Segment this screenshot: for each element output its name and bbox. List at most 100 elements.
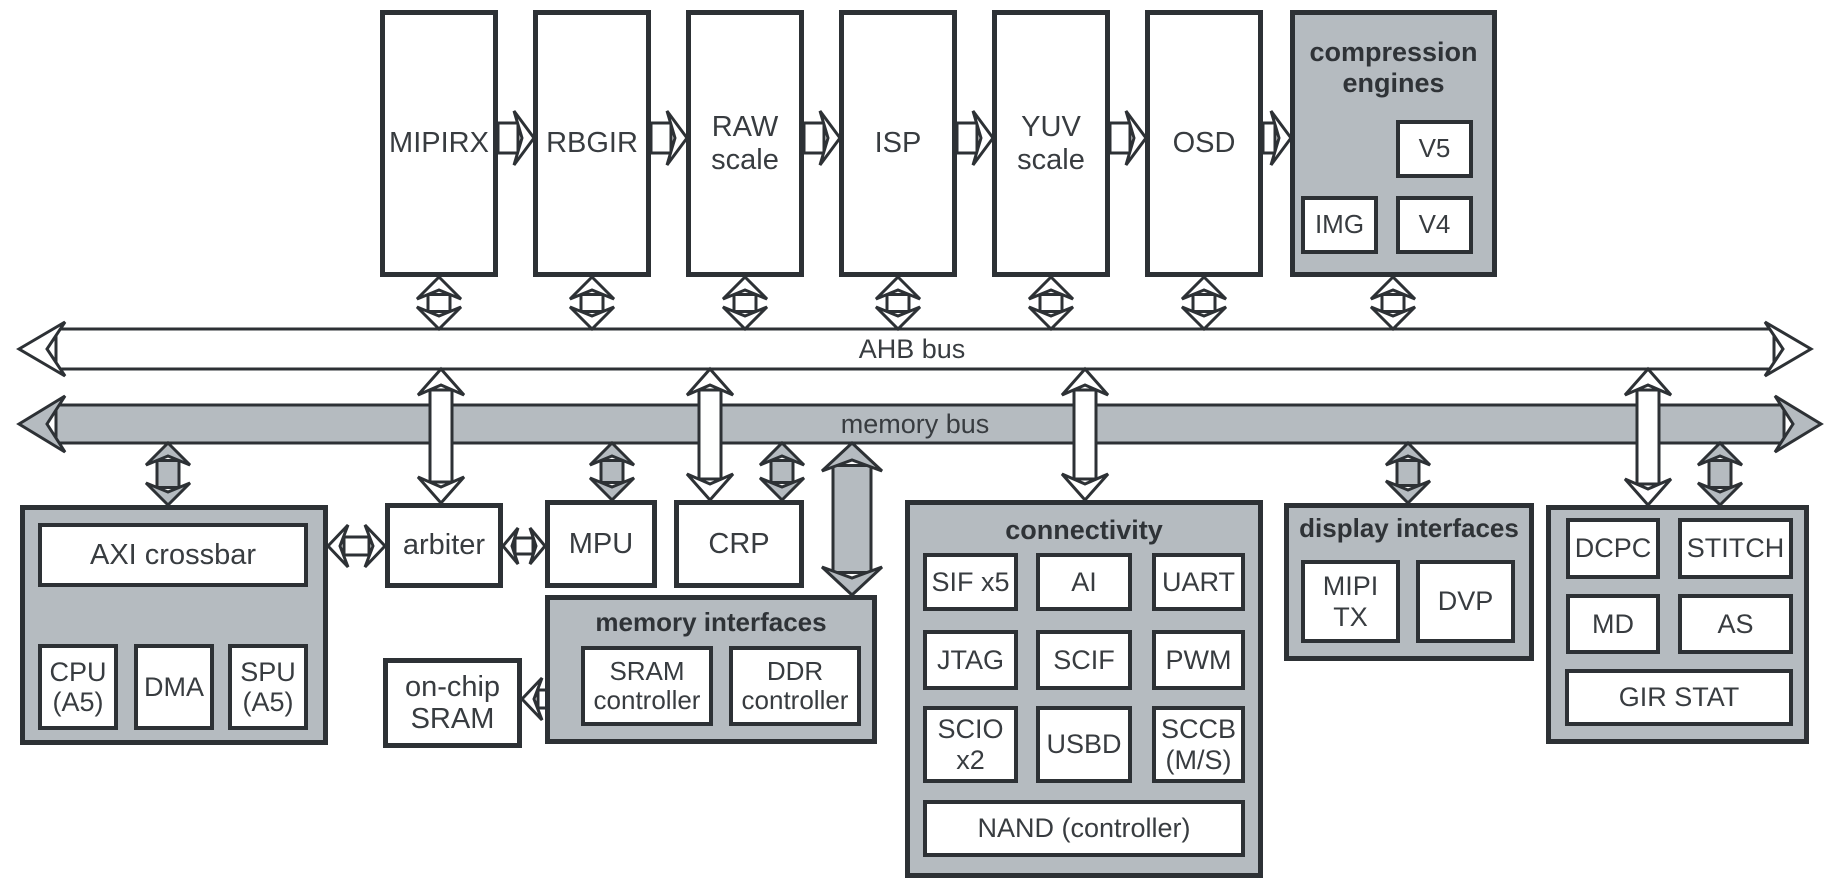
mipirx-ahb-arrow-head (415, 305, 463, 332)
membus-video-analytics-arrow-shaft (1707, 459, 1733, 489)
compression-ahb-arrow-shaft (1380, 293, 1406, 313)
membus-memory-interfaces-arrow-shaft (831, 464, 873, 574)
group-video-analytics: DCPC STITCH MD AS GIR STAT (1546, 505, 1809, 744)
ahb-connectivity-arrow-shaft (1072, 388, 1098, 481)
membus-cpu-complex-arrow-head (144, 440, 192, 467)
isp-ahb-arrow-shaft (885, 293, 911, 313)
osd-ahb-arrow-shaft (1191, 293, 1217, 313)
block-uart: UART (1152, 553, 1245, 611)
block-stitch: STITCH (1678, 518, 1793, 579)
ahb-arbiter-arrow-shaft (428, 388, 454, 484)
membus-crp-arrow-head (758, 476, 806, 503)
memory-bus-arrow-head (1773, 394, 1824, 454)
membus-display-arrow-shaft (1395, 459, 1421, 487)
rbgir-ahb-arrow-head (568, 305, 616, 332)
block-mipi-tx: MIPI TX (1301, 560, 1400, 643)
ahb-video-analytics-arrow-shaft (1635, 388, 1661, 486)
arbiter-mpu-arrow-head (528, 527, 547, 565)
block-gir-stat: GIR STAT (1565, 669, 1793, 726)
yuv-scale-ahb-arrow-head (1027, 305, 1075, 332)
memory-interfaces-title: memory interfaces (595, 607, 827, 637)
membus-crp-arrow-head (758, 440, 806, 467)
block-raw-scale: RAW scale (686, 10, 804, 277)
ahb-bus-arrow-head (16, 320, 67, 378)
block-pwm: PWM (1152, 630, 1245, 690)
block-md: MD (1566, 594, 1660, 654)
compression-engines-title: compression engines (1309, 37, 1478, 99)
block-rbgir: RBGIR (533, 10, 651, 277)
yuv-scale-ahb-arrow-shaft (1038, 293, 1064, 313)
flow-arrow-isp-yuv-head (971, 110, 995, 166)
block-osd: OSD (1145, 10, 1263, 277)
block-ddr-controller: DDR controller (729, 646, 861, 726)
block-sccb: SCCB (M/S) (1152, 706, 1245, 783)
group-display-interfaces: display interfaces MIPI TX DVP (1284, 503, 1534, 661)
crossbar-arbiter-arrow-head (363, 523, 388, 569)
flow-arrow-yuv-osd-shaft (1108, 121, 1132, 155)
crossbar-arbiter-arrow-head (325, 523, 350, 569)
sram-controller-arrow-head (519, 676, 544, 722)
mipirx-ahb-arrow-shaft (426, 293, 452, 313)
osd-ahb-arrow-head (1180, 305, 1228, 332)
isp-ahb-arrow-head (874, 274, 922, 301)
membus-mpu-arrow-head (588, 476, 636, 503)
block-mpu: MPU (545, 500, 657, 588)
ahb-video-analytics-arrow-head (1623, 366, 1673, 397)
membus-mpu-arrow-shaft (599, 459, 625, 484)
flow-arrow-rbgir-raw-head (665, 110, 689, 166)
block-nand-controller: NAND (controller) (923, 800, 1245, 857)
block-yuv-scale: YUV scale (992, 10, 1110, 277)
block-axi-crossbar: AXI crossbar (38, 523, 308, 587)
block-arbiter: arbiter (385, 503, 503, 588)
block-cpu-a5: CPU (A5) (38, 644, 118, 730)
ahb-bus-arrow-head (1763, 320, 1814, 378)
group-memory-interfaces: memory interfaces SRAM controller DDR co… (545, 595, 877, 744)
block-img: IMG (1301, 196, 1378, 254)
raw-scale-ahb-arrow-head (721, 274, 769, 301)
osd-ahb-arrow-head (1180, 274, 1228, 301)
arbiter-mpu-arrow-head (501, 527, 520, 565)
flow-arrow-isp-yuv-shaft (955, 121, 979, 155)
membus-display-arrow-head (1384, 479, 1432, 506)
flow-arrow-raw-isp-head (818, 110, 842, 166)
block-dvp: DVP (1416, 560, 1515, 643)
flow-arrow-mipirx-rbgir-head (512, 110, 536, 166)
yuv-scale-ahb-arrow-head (1027, 274, 1075, 301)
membus-video-analytics-arrow-head (1696, 481, 1744, 508)
raw-scale-ahb-arrow-shaft (732, 293, 758, 313)
connectivity-title: connectivity (1005, 515, 1163, 545)
block-usbd: USBD (1036, 706, 1132, 783)
isp-ahb-arrow-head (874, 305, 922, 332)
block-sram-controller: SRAM controller (581, 646, 713, 726)
block-v5: V5 (1396, 120, 1473, 178)
membus-memory-interfaces-arrow-head (820, 565, 884, 598)
memory-bus-label: memory bus (840, 409, 990, 439)
rbgir-ahb-arrow-shaft (579, 293, 605, 313)
compression-ahb-arrow-head (1369, 274, 1417, 301)
membus-video-analytics-arrow-head (1696, 440, 1744, 467)
block-mipirx: MIPIRX (380, 10, 498, 277)
ahb-bus-label: AHB bus (858, 334, 966, 364)
block-scif: SCIF (1036, 630, 1132, 690)
rbgir-ahb-arrow-head (568, 274, 616, 301)
raw-scale-ahb-arrow-head (721, 305, 769, 332)
block-crp: CRP (674, 500, 804, 588)
block-onchip-sram: on-chip SRAM (383, 658, 522, 748)
mipirx-ahb-arrow-head (415, 274, 463, 301)
flow-arrow-rbgir-raw-shaft (649, 121, 673, 155)
ahb-connectivity-arrow-head (1060, 472, 1110, 503)
membus-cpu-complex-arrow-head (144, 481, 192, 508)
crossbar-arbiter-arrow-shaft (342, 535, 371, 557)
membus-crp-arrow-shaft (769, 459, 795, 484)
flow-arrow-yuv-osd-head (1124, 110, 1148, 166)
ahb-crp-arrow-head (685, 366, 735, 397)
block-ai: AI (1036, 553, 1132, 611)
membus-memory-interfaces-arrow-head (820, 440, 884, 473)
flow-arrow-mipirx-rbgir-shaft (496, 121, 520, 155)
compression-ahb-arrow-head (1369, 305, 1417, 332)
flow-arrow-osd-compression-head (1269, 110, 1293, 166)
block-as: AS (1678, 594, 1793, 654)
flow-arrow-raw-isp-shaft (802, 121, 826, 155)
membus-cpu-complex-arrow-shaft (155, 459, 181, 489)
